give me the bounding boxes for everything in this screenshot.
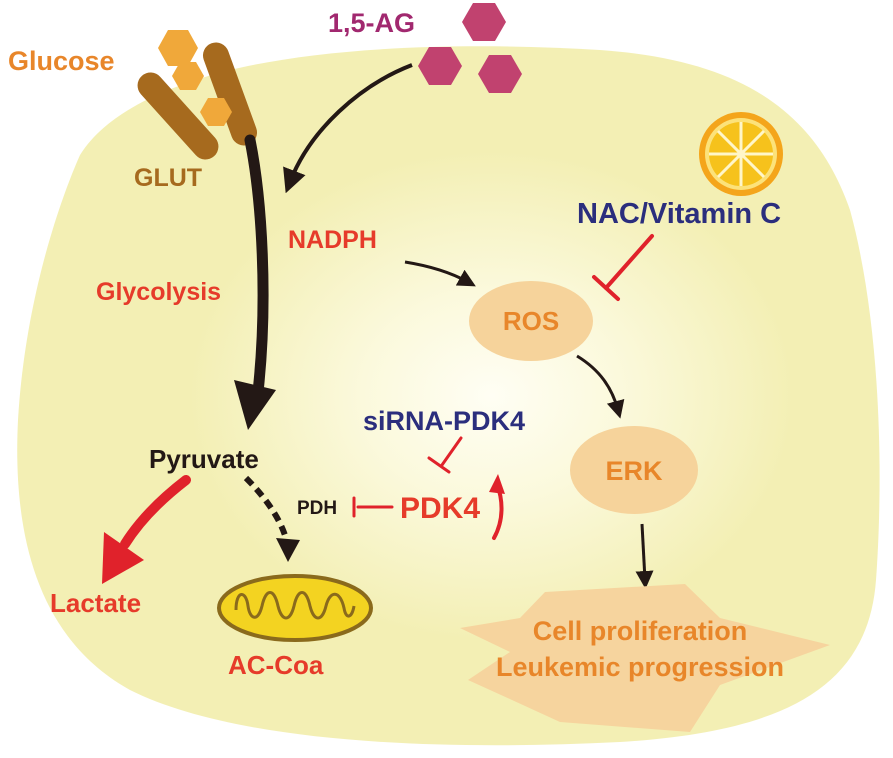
pdk4-inhibits-pdh — [352, 496, 394, 518]
glycolysis-arrow — [234, 134, 276, 430]
mitochondrion-icon — [217, 574, 373, 642]
ros-node — [469, 281, 593, 361]
ag-to-nadph-arrow — [283, 63, 413, 194]
ros-label: ROS — [503, 306, 559, 336]
pyruvate-to-lactate-arrow — [102, 475, 191, 584]
lactate-label: Lactate — [50, 588, 141, 618]
erk-node — [570, 426, 698, 514]
glucose-hexagon-icon — [158, 30, 232, 126]
glucose-label: Glucose — [8, 46, 115, 76]
outcome-star — [460, 584, 830, 732]
pdk4-label: PDK4 — [400, 492, 480, 525]
glut-label: GLUT — [134, 164, 202, 192]
pyruvate-to-accoa-arrow — [243, 475, 300, 562]
lemon-icon — [699, 112, 783, 196]
ag-hexagon-icon — [418, 3, 522, 93]
erk-label: ERK — [605, 456, 663, 486]
glycolysis-label: Glycolysis — [96, 278, 221, 306]
cell-body — [17, 46, 880, 746]
erk-to-outcome-arrow — [635, 523, 654, 589]
accoa-label: AC-Coa — [228, 650, 324, 680]
ros-to-erk-arrow — [576, 354, 625, 419]
pyruvate-label: Pyruvate — [149, 444, 259, 474]
outcome-line1-label: Cell proliferation — [533, 616, 748, 646]
sirna-inhibition — [427, 436, 463, 474]
nadph-to-ros-arrow — [404, 260, 476, 287]
pdh-label: PDH — [297, 498, 337, 519]
sirna-label: siRNA-PDK4 — [363, 406, 525, 436]
outcome-line2-label: Leukemic progression — [496, 652, 784, 682]
pdk4-up-arrow — [489, 474, 505, 540]
glut-transporter-icon — [137, 42, 258, 160]
nadph-label: NADPH — [288, 226, 377, 254]
ag-label: 1,5-AG — [328, 8, 415, 38]
nac-label: NAC/Vitamin C — [577, 198, 781, 230]
nac-inhibition — [592, 234, 654, 301]
